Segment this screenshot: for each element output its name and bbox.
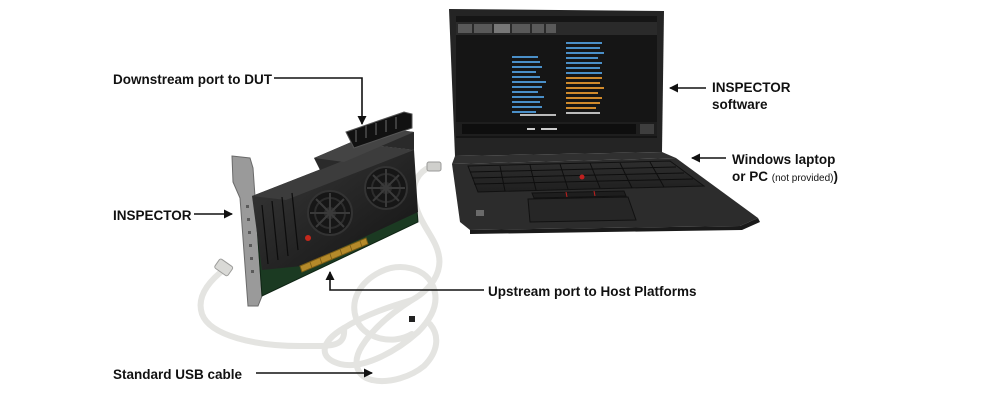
inspector-card [231,111,419,307]
laptop-label-or-pc: or PC [732,169,772,184]
laptop-label-line1: Windows laptop [732,152,836,167]
fan-icon [307,190,353,236]
trackpoint [579,174,585,180]
laptop [449,9,760,234]
usb-cable [197,161,443,384]
downstream-port-label: Downstream port to DUT [113,72,273,87]
laptop-label-paren: ) [833,169,838,184]
inspector-label: INSPECTOR [113,208,192,223]
laptop-label-not-provided: (not provided) [771,173,834,184]
fan-icon [364,166,408,210]
app-tab-bar [458,24,556,33]
pcie-bracket [231,155,263,307]
arrow-upstream [325,271,484,291]
callout-arrows [194,77,726,378]
touchpad [527,196,637,223]
upstream-port [299,237,369,273]
trace-text [512,42,604,116]
keyboard [467,160,706,193]
stop-button [640,124,654,134]
arrow-downstream [274,77,367,125]
inspector-software-label: INSPECTOR software [712,79,791,113]
laptop-screen [456,16,657,138]
usb-cable-label: Standard USB cable [113,367,243,382]
upstream-port-label: Upstream port to Host Platforms [488,284,697,299]
software-label-line2: software [712,97,768,112]
software-label-line1: INSPECTOR [712,80,791,95]
windows-laptop-label: Windows laptop or PC (not provided)) [732,151,838,187]
laptop-label-line2: or PC (not provided)) [732,168,838,187]
